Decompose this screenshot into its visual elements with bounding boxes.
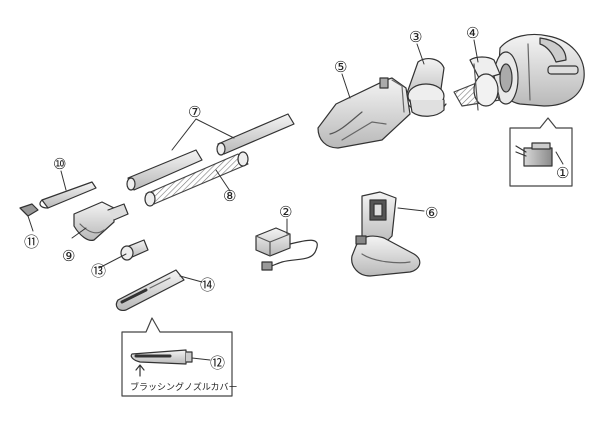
callout-14: ⑭ [200,276,215,294]
flexible-hose-part [144,151,249,207]
callout-4: ④ [466,24,479,42]
nozzle-cover-caption: ブラッシングノズルカバー [130,381,238,393]
nozzle-cover-detail-box [121,317,233,397]
floor-brush-part [73,201,129,241]
filter-part [453,56,501,111]
callout-6: ⑥ [425,204,438,222]
charging-stand-part [351,191,421,277]
extension-pipes-part [126,113,295,191]
callout-10: ⑩ [53,155,66,173]
callout-2: ② [279,203,292,221]
crevice-nozzle-part [39,181,97,209]
callout-12: ⑫ [210,354,225,372]
dust-container-part [317,77,411,149]
callout-labels: ① ② ③ ④ ⑤ ⑥ ⑦ ⑧ ⑨ ⑩ ⑪ ⑫ ⑬ ⑭ ブラッシングノズルカバー [24,24,569,393]
callout-13: ⑬ [91,262,106,280]
battery-inset [509,117,573,187]
ac-adapter-part [255,227,318,271]
callout-5: ⑤ [334,58,347,76]
brushing-nozzle-part [115,269,185,311]
nozzle-cap-part [19,203,39,217]
callout-11: ⑪ [24,233,39,251]
callout-9: ⑨ [62,247,75,265]
adapter-ring-part [120,239,149,261]
callout-3: ③ [409,28,422,46]
pre-filter-part [405,58,447,117]
callout-1: ① [556,164,569,182]
callout-7: ⑦ [188,103,201,121]
leader-lines [27,39,564,361]
callout-8: ⑧ [223,187,236,205]
motor-body-part [493,33,585,107]
